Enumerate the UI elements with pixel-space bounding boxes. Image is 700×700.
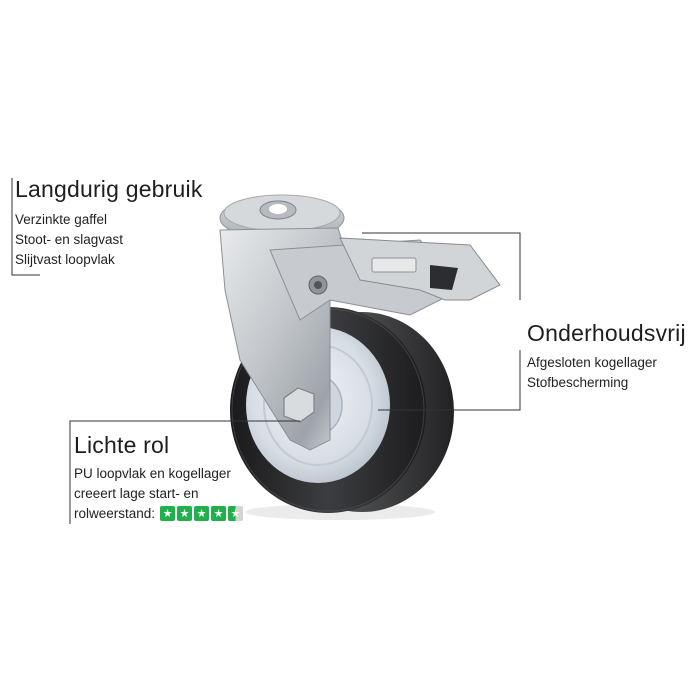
callout-title: Langdurig gebruik [15,176,203,202]
rating-stars: ★★★★★ [160,505,244,521]
callout-durability: Langdurig gebruik Verzinkte gaffel Stoot… [15,176,203,270]
leader-line-light-roll [69,420,300,524]
leader-line-maintenance-lower [378,350,521,411]
star-icon: ★ [160,505,176,521]
callout-maintenance: Onderhoudsvrij Afgesloten kogellager Sto… [527,320,686,393]
leader-line-durability [11,178,40,276]
leader-lines [11,178,521,524]
callout-title: Lichte rol [74,432,170,458]
feature-line: Stoot- en slagvast [15,232,124,247]
feature-line: creeert lage start- en [74,486,199,501]
callout-title: Onderhoudsvrij [527,320,686,346]
feature-line: PU loopvlak en kogellager [74,466,231,481]
feature-line: Slijtvast loopvlak [15,252,115,267]
star-icon: ★ [194,505,210,521]
feature-line: rolweerstand: [74,506,156,521]
rolling-resistance-line: rolweerstand:★★★★★ [74,504,244,524]
fork [219,194,501,451]
star-icon: ★ [211,505,227,521]
feature-line: Afgesloten kogellager [527,355,657,370]
star-icon: ★ [177,505,193,521]
feature-line: Stofbescherming [527,375,629,390]
leader-line-maintenance [362,232,521,300]
star-icon: ★ [228,505,244,521]
feature-line: Verzinkte gaffel [15,212,108,227]
callout-light-roll: Lichte rol PU loopvlak en kogellager cre… [74,432,244,524]
